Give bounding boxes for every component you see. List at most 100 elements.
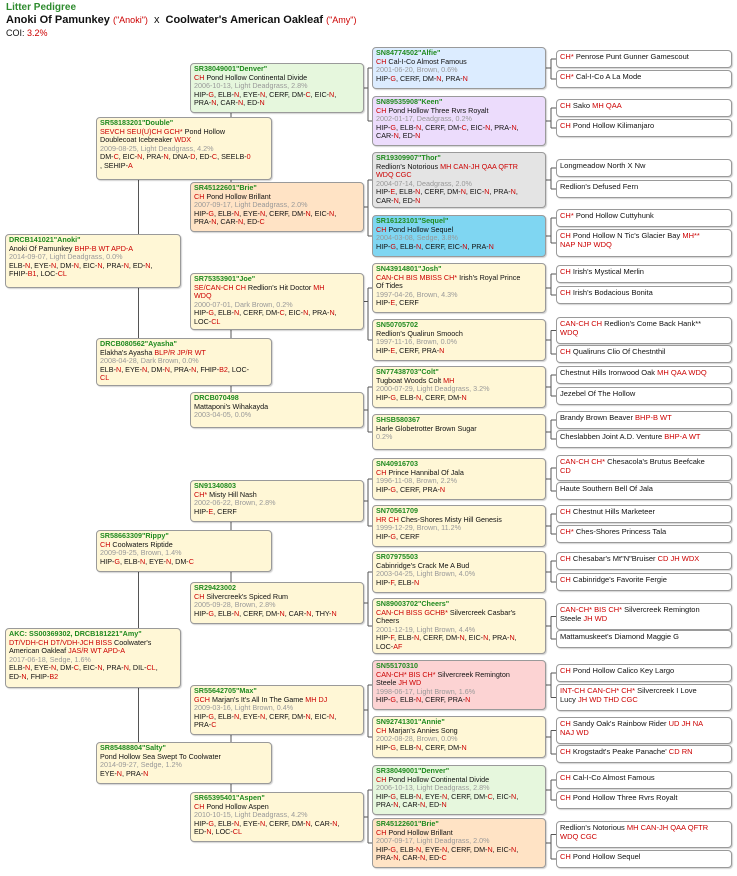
ancestor-card-gen5[interactable]: Longmeadow North X Nw: [556, 159, 732, 177]
name-text: Silvercreek I Love: [635, 686, 697, 695]
ancestor-card-gen5[interactable]: CAN-CH CH Redlion's Come Back Hank**WDQ: [556, 317, 732, 344]
ancestor-card-gen5[interactable]: Haute Southern Bell Of Jala: [556, 482, 732, 500]
card-line: HIP-G, ELB-N, EYE-N, CERF, DM-N, EIC-N,: [376, 845, 542, 855]
name-text: , SEHIP-: [100, 160, 128, 170]
title-text: N: [415, 791, 422, 801]
ancestor-card-gen5[interactable]: CH Chesabar's Mt"N"Bruiser CD JH WDX: [556, 552, 732, 570]
ancestor-card-gen5[interactable]: CH Pond Hollow Sequel: [556, 850, 732, 868]
card-line: CL: [100, 374, 268, 383]
registration-id: SN70561709: [376, 506, 418, 515]
ancestor-card-gen5[interactable]: CH Chestnut Hills Marketeer: [556, 505, 732, 523]
ancestor-card-gen5[interactable]: CH Irish's Mystical Merlin: [556, 265, 732, 283]
registration-id: DRCB070498: [194, 393, 239, 402]
card-line: SR58663309"Rippy": [100, 531, 268, 541]
ancestor-card[interactable]: SN92741301"Annie"CH Marjan's Annies Song…: [372, 716, 546, 758]
ancestor-card-gen5[interactable]: CH Pond Hollow Calico Key Largo: [556, 664, 732, 682]
ancestor-card-gen5[interactable]: CH* Cal-I-Co A La Mode: [556, 70, 732, 88]
card-line: HIP-G, ELB-N, EYE-N, CERF, DM-C, EIC-N,: [376, 791, 542, 802]
title-text: C: [441, 853, 447, 863]
ancestor-card[interactable]: SN43914801"Josh"CAN-CH BIS MBISS CH* Iri…: [372, 263, 546, 313]
name-text: Redlion's Defused Fern: [560, 182, 639, 191]
ancestor-card-gen5[interactable]: Cheslabben Joint A.D. Venture BHP-A WT: [556, 430, 732, 448]
title-text: CAN-CH BIS MBISS CH*: [376, 272, 458, 282]
ancestor-card-gen5[interactable]: Redlion's Defused Fern: [556, 180, 732, 198]
name-text: Pond Hollow Brillant: [204, 191, 271, 201]
ancestor-card[interactable]: DRCB141021"Anoki"Anoki Of Pamunkey BHP-B…: [5, 234, 181, 288]
ancestor-card[interactable]: AKC: SS00369302, DRCB181221"Amy"DT/VDH-C…: [5, 628, 181, 688]
ancestor-card-gen5[interactable]: CH Qualiruns Clio Of Chestnthil: [556, 345, 732, 363]
ancestor-card[interactable]: SR75353901"Joe"SE/CAN-CH CH Redlion's Hi…: [190, 273, 364, 330]
ancestor-card-gen5[interactable]: CH Cabinridge's Favorite Fergie: [556, 573, 732, 591]
title-text: CAN-CH* BIS CH*: [376, 669, 436, 679]
ancestor-card-gen5[interactable]: CH Pond Hollow Three Rvrs Royalt: [556, 791, 732, 809]
name-text: Redlion's Notorious: [560, 823, 627, 832]
ancestor-card-gen5[interactable]: CH* Pond Hollow Cuttyhunk: [556, 209, 732, 227]
card-line: CH* Pond Hollow Cuttyhunk: [560, 211, 728, 220]
title-text: CH: [560, 347, 571, 356]
ancestor-card[interactable]: SR55642705"Max"GCH Marjan's It's All In …: [190, 685, 364, 735]
title-text: CH: [560, 852, 571, 861]
ancestor-card-gen5[interactable]: Mattamuskeet's Diamond Maggie G: [556, 630, 732, 648]
title-text: CL: [146, 663, 156, 673]
ancestor-card[interactable]: SN89535908"Keen"CH Pond Hollow Three Rvr…: [372, 96, 546, 146]
ancestor-card-gen5[interactable]: CH Irish's Bodacious Bonita: [556, 286, 732, 304]
ancestor-card-gen5[interactable]: CH Pond Hollow N Tic's Glacier Bay MH**N…: [556, 229, 732, 257]
card-line: Tugboat Woods Colt MH: [376, 376, 542, 386]
card-line: SR38049001"Denver": [376, 766, 542, 776]
name-text: HIP-: [376, 484, 391, 494]
title-text: N: [143, 768, 149, 778]
ancestor-card[interactable]: SN89003702"Cheers"CAN-CH BISS GCHB* Silv…: [372, 598, 546, 654]
dam-name[interactable]: Coolwater's American Oakleaf: [165, 14, 324, 26]
card-line: 2003-04-25, Light Brown, 4.0%: [376, 569, 542, 579]
sire-name[interactable]: Anoki Of Pamunkey: [6, 14, 110, 26]
ancestor-card-gen5[interactable]: CH Sako MH QAA: [556, 99, 732, 117]
title-text: NAP NJP WDQ: [560, 240, 612, 249]
ancestor-card[interactable]: SR58183201"Double"SEVCH SEU(U)CH GCH* Po…: [96, 117, 272, 180]
ancestor-card[interactable]: SR38049001"Denver"CH Pond Hollow Contine…: [190, 63, 364, 113]
card-line: CH* Penrose Punt Gunner Gamescout: [560, 52, 728, 61]
name-text: EYE-: [100, 768, 117, 778]
title-text: N: [461, 742, 467, 752]
ancestor-card[interactable]: SR19309907"Thor"Redlion's Notorious MH C…: [372, 152, 546, 208]
title-text: G: [390, 695, 396, 705]
ancestor-card-gen5[interactable]: CH* Ches-Shores Princess Tala: [556, 525, 732, 543]
name-text: ,: [516, 791, 519, 801]
ancestor-card[interactable]: DRCB080562"Ayasha"Elakha's Ayasha BLP/R …: [96, 338, 272, 386]
card-line: SR19309907"Thor": [376, 153, 542, 163]
ancestor-card[interactable]: SN84774502"Alfie"CH Cal-I-Co Almost Famo…: [372, 47, 546, 89]
registration-id: AKC: SS00369302, DRCB181221"Amy": [9, 629, 142, 638]
card-line: Cabinridge's Crack Me A Bud: [376, 561, 542, 571]
ancestor-card-gen5[interactable]: CH Cal-I-Co Almost Famous: [556, 771, 732, 789]
ancestor-card-gen5[interactable]: Brandy Brown Beaver BHP-B WT: [556, 411, 732, 429]
card-line: 2009-09-25, Brown, 1.4%: [100, 548, 268, 558]
ancestor-card-gen5[interactable]: CH Pond Hollow Kilimanjaro: [556, 119, 732, 137]
ancestor-card-gen5[interactable]: Jezebel Of The Hollow: [556, 387, 732, 405]
ancestor-card-gen5[interactable]: CH Krogstadt's Peake Panache' CD RN: [556, 745, 732, 763]
ancestor-card-gen5[interactable]: Chestnut Hills Ironwood Oak MH QAA WDQ: [556, 366, 732, 384]
card-line: CH Pond Hollow Continental Divide: [376, 775, 542, 785]
card-line: SR45122601"Brie": [376, 819, 542, 829]
ancestor-card[interactable]: SR38049001"Denver"CH Pond Hollow Contine…: [372, 765, 546, 815]
ancestor-card[interactable]: SR85488804"Salty"Pond Hollow Sea Swept T…: [96, 742, 272, 784]
ancestor-card-gen5[interactable]: CH* Penrose Punt Gunner Gamescout: [556, 50, 732, 68]
